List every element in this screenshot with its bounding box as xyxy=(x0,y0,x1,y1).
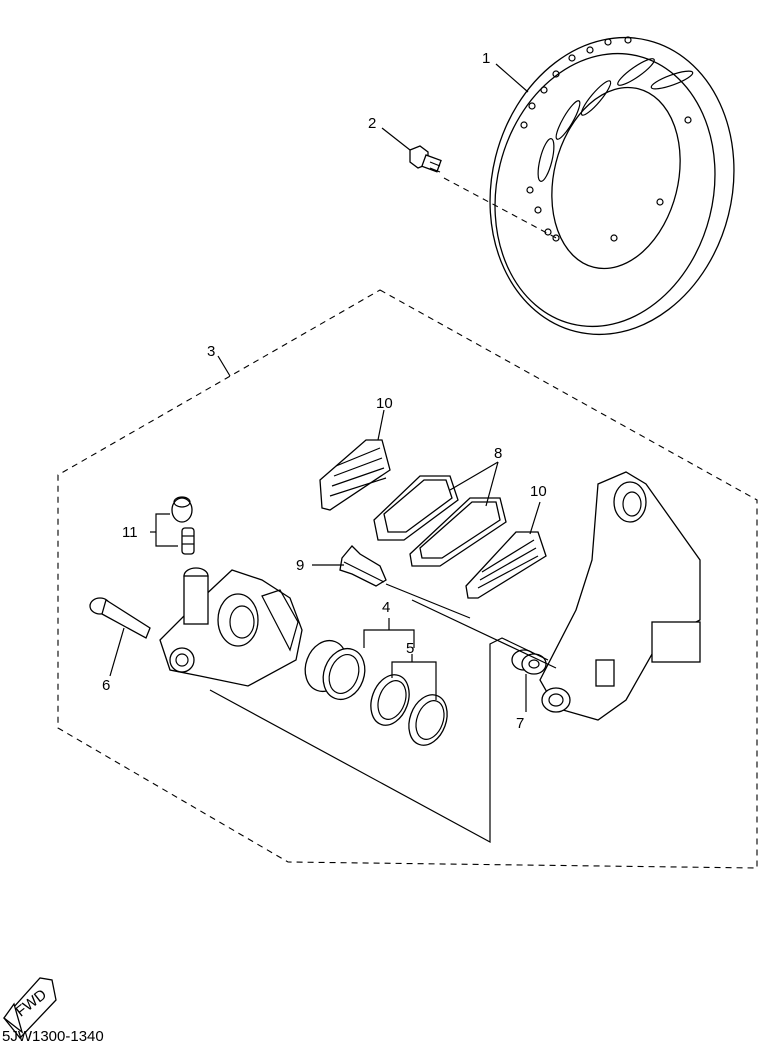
caliper-piston xyxy=(304,639,366,701)
callout-10a: 10 xyxy=(376,395,393,412)
disc-bolt xyxy=(409,145,442,173)
callout-2: 2 xyxy=(368,115,376,132)
caliper-alignment-line xyxy=(209,637,549,844)
piston-seal-1 xyxy=(370,674,410,726)
leader-line-8b xyxy=(485,461,499,507)
caliper-body xyxy=(159,567,303,687)
callout-1: 1 xyxy=(482,50,490,67)
bleed-cap xyxy=(171,496,193,523)
leader-line-10b xyxy=(529,501,541,535)
leader-line-2 xyxy=(381,127,411,151)
bleed-screw xyxy=(181,527,195,555)
callout-11: 11 xyxy=(122,524,138,541)
caliper-assembly-boundary xyxy=(57,289,758,869)
pad-spring xyxy=(339,545,387,587)
bracket-5 xyxy=(391,661,437,700)
pad-alignment-line xyxy=(411,599,557,669)
callout-3: 3 xyxy=(207,343,215,360)
pad-shim-right xyxy=(465,531,547,599)
spring-axis-line xyxy=(385,583,471,619)
caliper-bolt xyxy=(89,597,151,639)
callout-9: 9 xyxy=(296,557,304,574)
leader-line-3 xyxy=(217,355,231,377)
callout-5: 5 xyxy=(406,640,414,657)
brake-pad-front xyxy=(373,475,459,541)
leader-line-10a xyxy=(377,409,385,441)
brake-pad-rear xyxy=(409,497,507,567)
callout-8: 8 xyxy=(494,445,502,462)
callout-6: 6 xyxy=(102,677,110,694)
leader-line-6 xyxy=(109,627,125,677)
pad-shim-left xyxy=(319,439,391,511)
brake-disc xyxy=(489,36,735,336)
slide-pin-boot xyxy=(511,649,547,675)
caliper-bracket xyxy=(539,471,701,721)
diagram-code: 5JW1300-1340 xyxy=(2,1028,104,1045)
piston-seal-2 xyxy=(408,694,448,746)
callout-10b: 10 xyxy=(530,483,547,500)
callout-4: 4 xyxy=(382,599,390,616)
callout-7: 7 xyxy=(516,715,524,732)
leader-line-1 xyxy=(495,63,529,93)
leader-line-8a xyxy=(449,461,499,491)
bracket-11 xyxy=(155,513,178,547)
